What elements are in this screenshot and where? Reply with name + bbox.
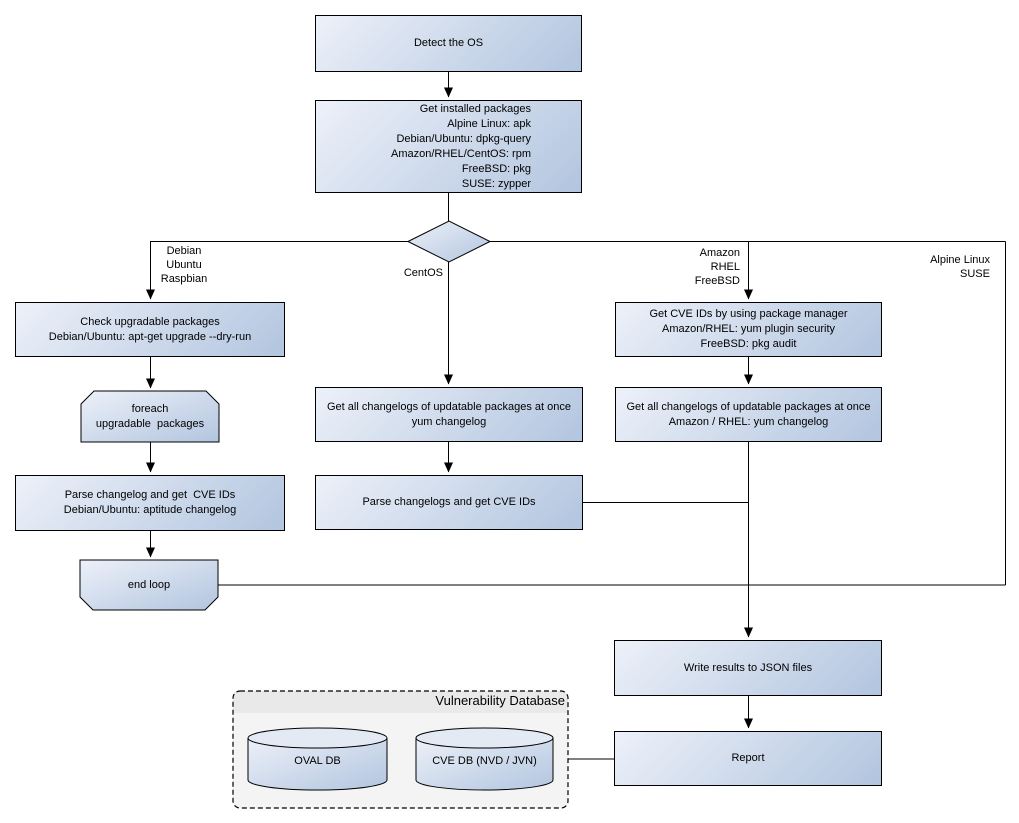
node-report: Report [614, 731, 882, 786]
loop-start-shape [80, 390, 220, 443]
oval-db-cylinder [247, 727, 388, 791]
node-get-changelogs-amazon: Get all changelogs of updatable packages… [615, 387, 882, 442]
decision-diamond [406, 220, 492, 263]
loop-end-shape [79, 559, 219, 611]
label-foreach-loop: foreach upgradable packages [95, 402, 205, 430]
cve-db-cylinder [415, 727, 554, 791]
cve-db-label: CVE DB (NVD / JVN) [432, 754, 537, 767]
branch-label-debian-group: Debian Ubuntu Raspbian [160, 245, 208, 285]
node-parse-changelog-debian: Parse changelog and get CVE IDs Debian/U… [15, 475, 285, 531]
node-parse-changelogs-yum: Parse changelogs and get CVE IDs [315, 475, 583, 530]
node-get-installed-packages: Get installed packages Alpine Linux: apk… [315, 100, 582, 193]
node-get-changelogs-yum: Get all changelogs of updatable packages… [315, 387, 583, 442]
label-end-loop: end loop [127, 578, 171, 591]
branch-label-centos: CentOS [403, 267, 443, 279]
edge-decision-to-debian-branch [146, 241, 408, 300]
branch-label-amazon-group: Amazon RHEL FreeBSD [694, 247, 740, 287]
node-get-cve-ids-pkg-manager: Get CVE IDs by using package manager Ama… [615, 302, 882, 357]
branch-label-alpine-group: Alpine Linux SUSE [930, 254, 990, 280]
node-detect-os: Detect the OS [315, 15, 582, 72]
vulnerability-database-title: Vulnerability Database [435, 693, 565, 708]
node-write-results-json: Write results to JSON files [614, 640, 882, 696]
db-header-band [233, 691, 568, 713]
node-check-upgradable-packages: Check upgradable packages Debian/Ubuntu:… [15, 302, 285, 357]
oval-db-label: OVAL DB [294, 754, 341, 767]
